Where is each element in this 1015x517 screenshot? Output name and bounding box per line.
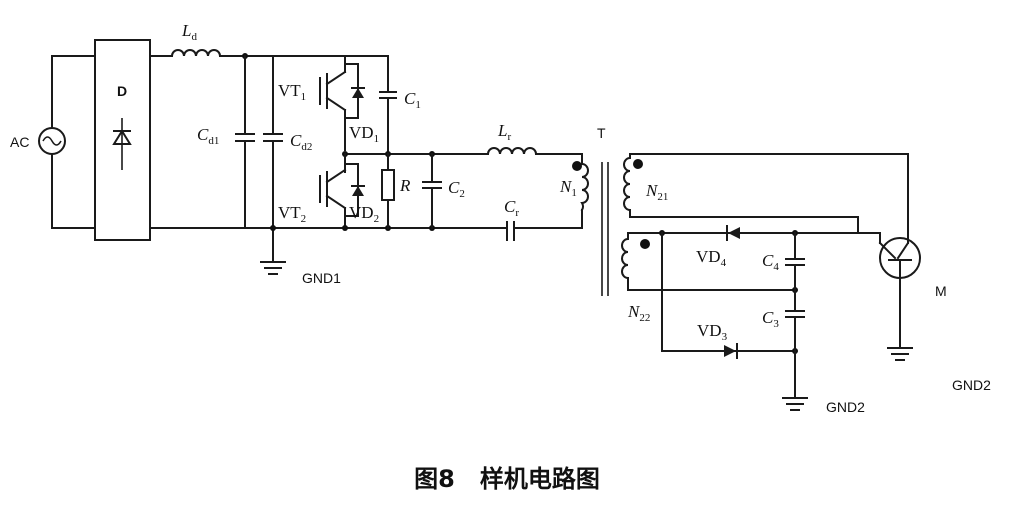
transformer-core: [601, 162, 609, 296]
n1-label: N1: [559, 177, 577, 199]
inductor-lr: [486, 147, 583, 165]
inductor-ld: [149, 49, 389, 58]
gnd2-magnetron-label: GND2: [952, 377, 991, 393]
diode-vd4: [726, 225, 740, 241]
gnd1-label: GND1: [302, 270, 341, 286]
ground-gnd2-doubler: [782, 397, 808, 411]
vd3-label: VD3: [697, 321, 728, 343]
lr-label: Lr: [497, 121, 511, 143]
cd2-label: Cd2: [290, 131, 312, 153]
vd4-label: VD4: [696, 247, 727, 269]
capacitor-c4: [785, 232, 805, 291]
magnetron-label: M: [935, 283, 947, 299]
cr-label: Cr: [504, 197, 519, 219]
capacitor-cd1: [235, 53, 255, 229]
vt1-label: VT1: [278, 81, 306, 103]
n22-label: N22: [627, 302, 650, 324]
voltage-doubler-rails: [659, 216, 859, 354]
transformer-primary-n1: [572, 161, 589, 212]
c3-label: C3: [762, 308, 779, 330]
transformer-label: T: [597, 125, 606, 141]
rectifier-bridge: [94, 39, 151, 241]
capacitor-cr: [506, 209, 583, 241]
ld-label: Ld: [181, 21, 197, 43]
vd2-label: VD2: [349, 203, 379, 225]
cd1-label: Cd1: [197, 125, 219, 147]
capacitor-c1: [379, 55, 397, 155]
magnetron-m: [857, 153, 921, 349]
diode-vd3: [724, 343, 738, 359]
capacitor-c3: [785, 289, 805, 399]
capacitor-cd2: [263, 55, 283, 263]
capacitor-c2: [422, 153, 442, 229]
rectifier-label: D: [117, 83, 127, 99]
switch-vt1: [319, 55, 365, 151]
n21-label: N21: [645, 181, 668, 203]
c1-label: C1: [404, 89, 421, 111]
transformer-secondary-n21: [623, 153, 909, 218]
gnd2-doubler-label: GND2: [826, 399, 865, 415]
c2-label: C2: [448, 178, 465, 200]
c4-label: C4: [762, 251, 779, 273]
vt2-label: VT2: [278, 203, 306, 225]
figure-caption: 图8 样机电路图: [414, 465, 600, 493]
resistor-r: [381, 153, 395, 229]
transformer-secondary-n22: [621, 232, 859, 291]
switch-vt2: [319, 153, 365, 229]
vd1-label: VD1: [349, 123, 379, 145]
r-label: R: [399, 176, 411, 195]
ac-label: AC: [10, 134, 29, 150]
ground-gnd2-magnetron: [887, 347, 913, 361]
ground-gnd1: [260, 261, 286, 275]
ac-source: [38, 55, 96, 229]
